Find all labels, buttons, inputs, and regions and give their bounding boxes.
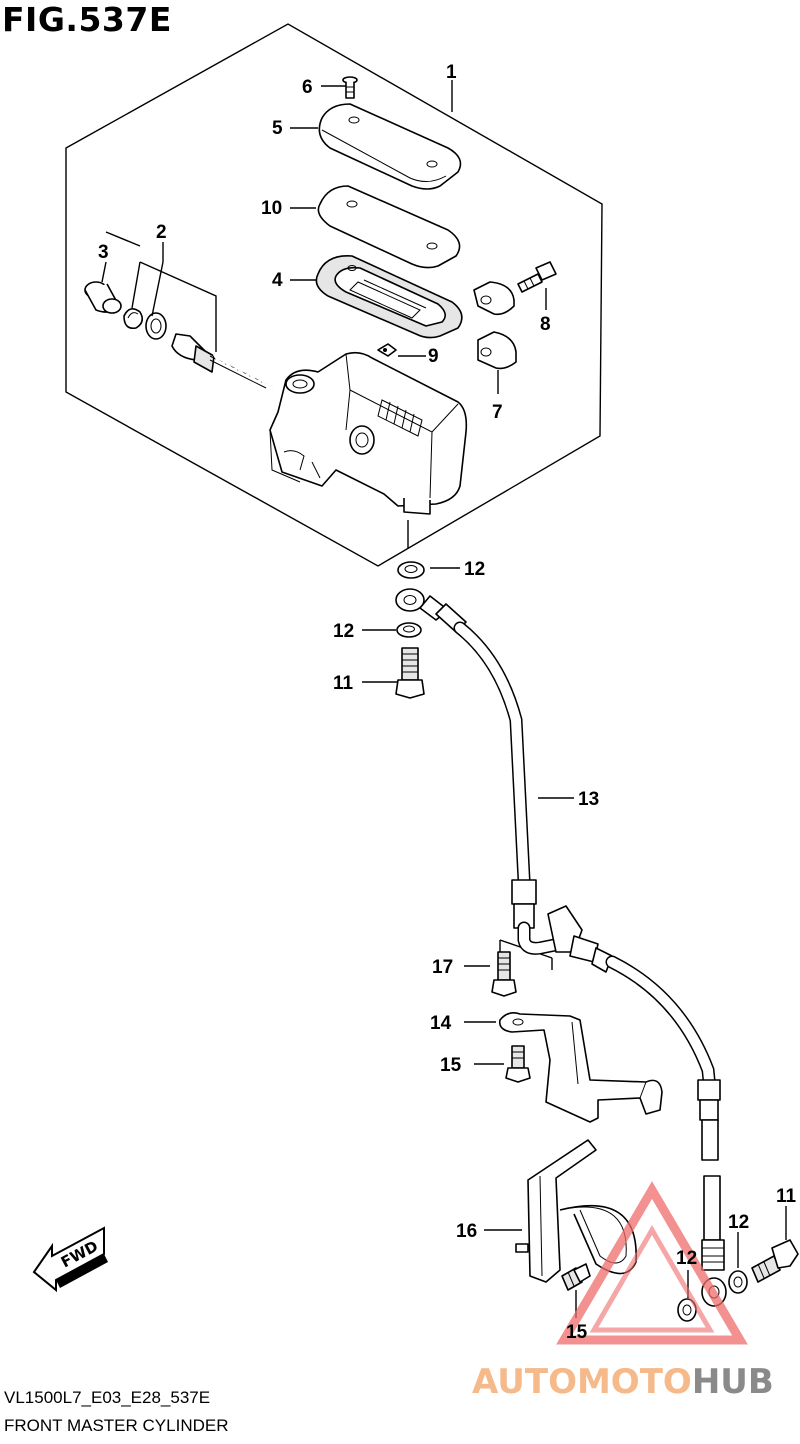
part-11-union-bolt-top bbox=[395, 647, 425, 699]
part-15-bolt-upper bbox=[505, 1045, 531, 1083]
part-7-holder bbox=[473, 281, 517, 370]
callout-12-lower-right: 12 bbox=[728, 1212, 749, 1233]
watermark-text-hub: HUB bbox=[692, 1362, 774, 1402]
part-13-brake-hose bbox=[395, 588, 727, 1307]
callout-3: 3 bbox=[98, 242, 109, 263]
svg-text:AUTOMOTOHUB: AUTOMOTOHUB bbox=[472, 1362, 774, 1402]
callout-5: 5 bbox=[272, 118, 283, 139]
part-12-washer-mid bbox=[396, 622, 422, 638]
callout-2: 2 bbox=[156, 222, 167, 243]
assembly-outline bbox=[65, 23, 603, 567]
callout-17: 17 bbox=[432, 957, 453, 978]
part-12-washer-top bbox=[397, 561, 425, 579]
callout-12-lower-left: 12 bbox=[676, 1248, 697, 1269]
watermark-text-automoto: AUTOMOTO bbox=[472, 1362, 692, 1402]
part-3-boot bbox=[84, 281, 122, 314]
callout-13: 13 bbox=[578, 789, 599, 810]
callout-15-upper: 15 bbox=[440, 1055, 462, 1076]
callout-4: 4 bbox=[272, 270, 283, 291]
callout-9: 9 bbox=[428, 346, 439, 367]
callout-10: 10 bbox=[261, 198, 282, 219]
callout-12-mid: 12 bbox=[333, 621, 354, 642]
part-6-screw bbox=[342, 76, 358, 99]
master-cylinder-body bbox=[269, 351, 468, 515]
callout-7: 7 bbox=[492, 402, 503, 423]
part-10-plate bbox=[317, 185, 461, 269]
callout-16: 16 bbox=[456, 1221, 477, 1242]
part-2-piston-set bbox=[123, 308, 273, 389]
diagram-code: VL1500L7_E03_E28_537E bbox=[4, 1388, 211, 1407]
part-16-bracket bbox=[515, 1139, 637, 1283]
callout-14: 14 bbox=[430, 1013, 452, 1034]
callout-12-top: 12 bbox=[464, 559, 485, 580]
fwd-arrow-icon: FWD bbox=[32, 1226, 108, 1293]
part-8-bolt bbox=[517, 261, 557, 293]
callout-11-top: 11 bbox=[333, 673, 354, 694]
part-12-washer-lower-left bbox=[677, 1298, 697, 1322]
callout-lines bbox=[101, 80, 787, 1318]
watermark-logo: AUTOMOTOHUB bbox=[472, 1181, 774, 1402]
part-12-washer-lower-right bbox=[728, 1270, 748, 1294]
part-15-bolt-lower bbox=[561, 1263, 591, 1291]
callout-1: 1 bbox=[446, 62, 457, 83]
part-17-bolt bbox=[491, 951, 517, 997]
callout-8: 8 bbox=[540, 314, 551, 335]
figure-title: FIG.537E bbox=[2, 0, 172, 39]
callout-6: 6 bbox=[302, 77, 313, 98]
callout-11-lower: 11 bbox=[776, 1186, 797, 1207]
part-5-cap bbox=[318, 103, 462, 190]
part-14-clamp bbox=[498, 1012, 663, 1123]
part-11-union-bolt-lower bbox=[751, 1239, 799, 1283]
part-4-diaphragm bbox=[315, 255, 463, 339]
diagram-name: FRONT MASTER CYLINDER bbox=[4, 1416, 229, 1435]
callout-15-lower: 15 bbox=[566, 1322, 588, 1343]
callout-labels: 1 2 3 4 5 6 7 8 9 10 11 11 12 12 12 12 1… bbox=[98, 62, 797, 1343]
part-9-clip bbox=[377, 343, 397, 357]
